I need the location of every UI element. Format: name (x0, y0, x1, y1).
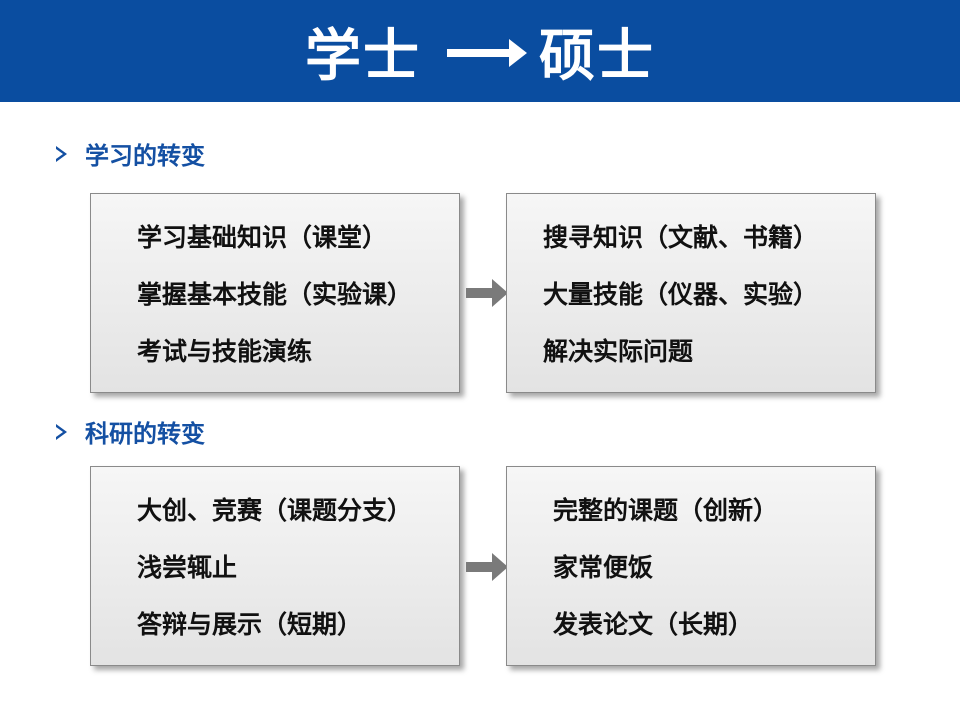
list-item: 掌握基本技能（实验课） (137, 280, 413, 309)
section-title-research: 科研的转变 (56, 414, 205, 449)
research-before-box: 大创、竞赛（课题分支） 浅尝辄止 答辩与展示（短期） (90, 466, 460, 666)
list-item: 答辩与展示（短期） (137, 610, 363, 639)
title-bachelor: 学士 (305, 23, 421, 89)
section-title-study: 学习的转变 (56, 136, 205, 171)
title-master: 硕士 (539, 23, 655, 89)
list-item: 搜寻知识（文献、书籍） (543, 223, 819, 252)
research-after-box: 完整的课题（创新） 家常便饭 发表论文（长期） (506, 466, 876, 666)
title-banner: 学士 硕士 (0, 0, 960, 102)
list-item: 大创、竞赛（课题分支） (137, 496, 413, 525)
list-item: 家常便饭 (553, 553, 654, 582)
study-before-box: 学习基础知识（课堂） 掌握基本技能（实验课） 考试与技能演练 (90, 193, 460, 393)
list-item: 完整的课题（创新） (553, 496, 779, 525)
section-title-label: 科研的转变 (85, 420, 205, 448)
list-item: 浅尝辄止 (137, 553, 238, 582)
list-item: 考试与技能演练 (137, 337, 313, 366)
list-item: 学习基础知识（课堂） (137, 223, 388, 252)
transition-arrow-icon (466, 279, 508, 307)
chevron-right-icon (56, 423, 67, 440)
section-title-label: 学习的转变 (85, 142, 205, 170)
list-item: 解决实际问题 (543, 337, 694, 366)
chevron-right-icon (56, 145, 67, 162)
list-item: 大量技能（仪器、实验） (543, 280, 819, 309)
transition-arrow-icon (466, 553, 508, 581)
study-after-box: 搜寻知识（文献、书籍） 大量技能（仪器、实验） 解决实际问题 (506, 193, 876, 393)
right-arrow-icon (447, 39, 527, 67)
list-item: 发表论文（长期） (553, 610, 754, 639)
